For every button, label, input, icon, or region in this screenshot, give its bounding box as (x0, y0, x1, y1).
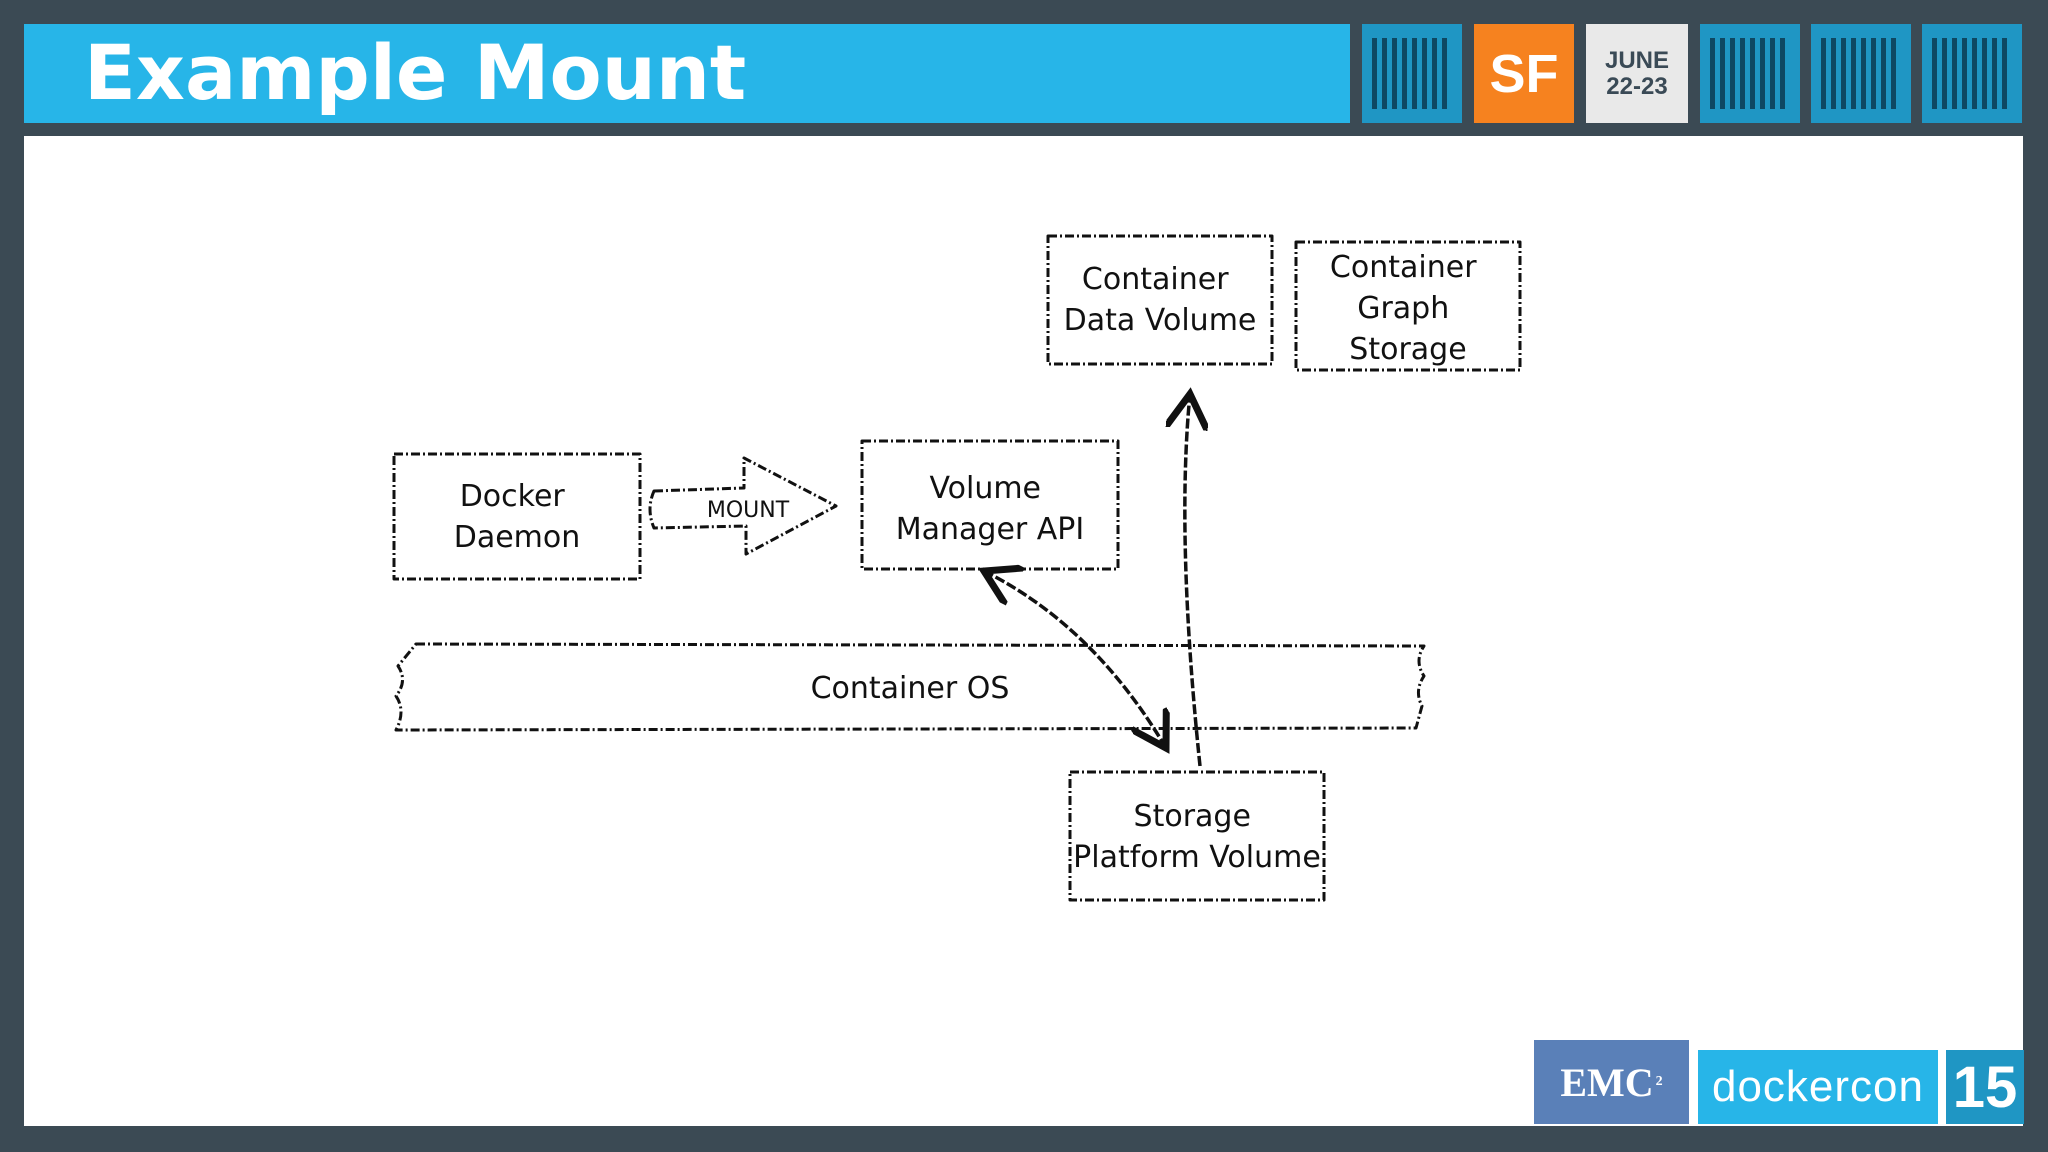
docker-daemon-line-2: Daemon (454, 520, 581, 555)
container-data-volume-line-2: Data Volume (1064, 303, 1257, 338)
volume-manager-api-line-1: Volume (929, 471, 1041, 506)
container-graph-storage-label: Container Graph Storage (1330, 250, 1486, 367)
mount-label: MOUNT (707, 498, 790, 523)
container-graph-storage-line-1: Container (1330, 250, 1477, 285)
storage-platform-volume-line-2: Platform Volume (1073, 840, 1321, 875)
container-data-volume-label: Container Data Volume (1064, 262, 1257, 338)
volume-manager-api-label: Volume Manager API (896, 471, 1085, 547)
container-graph-storage-box (1294, 240, 1522, 372)
emc-logo-superscript: 2 (1655, 1074, 1663, 1089)
event-city: SF (1489, 43, 1559, 104)
header-bar: Example Mount (24, 24, 1350, 123)
event-city-tile: SF (1474, 24, 1574, 123)
container-os-band (394, 642, 1426, 732)
event-days: 22-23 (1606, 72, 1668, 100)
barcode-icon (1821, 38, 1901, 109)
slide-title: Example Mount (84, 28, 747, 117)
storage-platform-volume-box (1068, 770, 1326, 902)
container-graph-storage-line-2: Graph (1357, 291, 1449, 326)
barcode-icon (1932, 38, 2012, 109)
api-to-storage-arrow (984, 571, 1166, 748)
container-os-label: Container OS (811, 671, 1010, 706)
docker-daemon-label: Docker Daemon (454, 479, 581, 555)
slide-number: 15 (1946, 1050, 2024, 1124)
volume-manager-api-line-2: Manager API (896, 512, 1085, 547)
mount-arrow-shape (648, 456, 838, 556)
barcode-icon (1372, 38, 1452, 109)
barcode-icon (1710, 38, 1790, 109)
diagram: Docker Daemon Volume Manager API Contain… (392, 234, 1522, 902)
barcode-tile-3 (1811, 24, 1911, 123)
container-data-volume-line-1: Container (1082, 262, 1229, 297)
slide-number-text: 15 (1952, 1054, 2018, 1120)
slide-canvas: Docker Daemon Volume Manager API Contain… (24, 136, 2023, 1126)
storage-platform-volume-line-1: Storage (1134, 799, 1251, 834)
docker-daemon-line-1: Docker (460, 479, 566, 514)
event-date-tile: JUNE 22-23 (1586, 24, 1688, 123)
event-month: JUNE (1604, 46, 1670, 74)
barcode-tile-1 (1362, 24, 1462, 123)
barcode-tile-2 (1700, 24, 1800, 123)
container-graph-storage-line-3: Storage (1349, 332, 1466, 367)
emc-logo-text: EMC (1560, 1059, 1654, 1105)
storage-to-data-volume-arrow (1185, 394, 1200, 767)
container-os-line-1: Container OS (811, 671, 1010, 706)
dockercon-logo-text: dockercon (1711, 1062, 1924, 1111)
storage-platform-volume-label: Storage Platform Volume (1073, 799, 1321, 875)
dockercon-logo: dockercon (1698, 1050, 1938, 1124)
container-data-volume-box (1046, 234, 1274, 366)
docker-daemon-box (392, 452, 642, 581)
barcode-tile-4 (1922, 24, 2022, 123)
